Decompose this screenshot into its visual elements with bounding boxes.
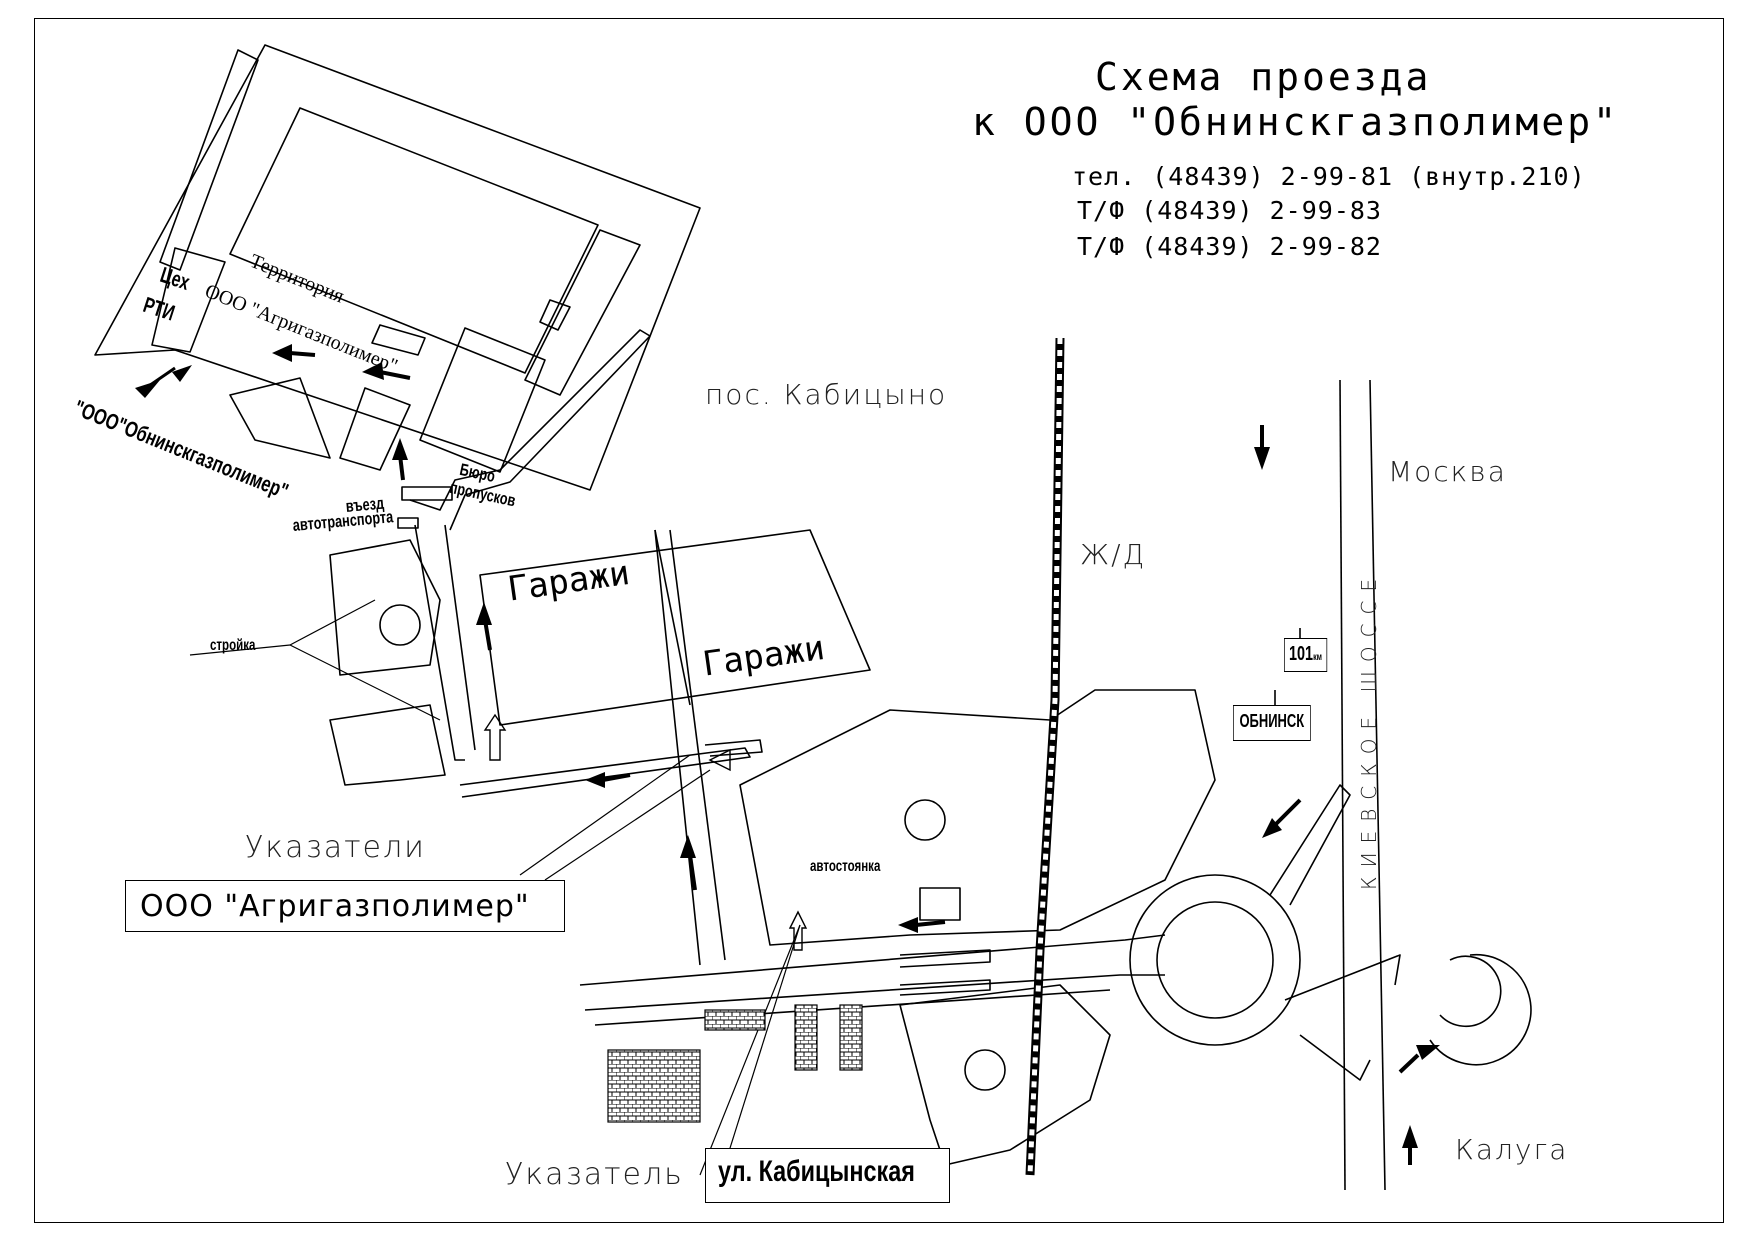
signs-box: ООО "Агригазполимер" [125, 880, 565, 932]
km-marker-sign: 101км [1284, 638, 1328, 672]
map-frame [34, 18, 1724, 1223]
factory-territory [94, 44, 701, 531]
city-sign: ОБНИНСК [1233, 705, 1311, 741]
settlement-label: пос. Кабицыно [705, 378, 948, 411]
railway [1025, 337, 1065, 1176]
outline-arrows [483, 713, 808, 951]
phone-number: тел. (48439) 2-99-81 (внутр.210) [1072, 162, 1586, 191]
sign-caption: Указатель [505, 1157, 684, 1192]
street-sign-box: ул. Кабицынская [705, 1148, 950, 1203]
km-marker-value: 101 [1289, 643, 1314, 665]
title-line-1: Схема проезда [1095, 55, 1432, 99]
km-marker-unit: км [1313, 652, 1323, 663]
residential-blocks [607, 1004, 863, 1123]
title-line-2: к ООО "Обнинскгазполимер" [972, 100, 1619, 144]
parking-lot [919, 887, 961, 921]
kaluga-label: Калуга [1455, 1133, 1569, 1166]
construction-label: стройка [210, 637, 256, 654]
fax-number-2: Т/Ф (48439) 2-99-82 [1077, 232, 1382, 261]
parking-label: автостоянка [810, 858, 881, 875]
fax-number-1: Т/Ф (48439) 2-99-83 [1077, 196, 1382, 225]
garages [479, 529, 871, 726]
leader-lines [189, 599, 801, 1181]
park-areas [329, 539, 1216, 1166]
moscow-label: Москва [1388, 455, 1507, 488]
street-sign-text: ул. Кабицынская [718, 1155, 915, 1188]
roads [414, 379, 1532, 1191]
signs-caption: Указатели [245, 830, 426, 865]
railway-label: Ж/Д [1080, 538, 1147, 571]
direction-arrows [135, 344, 1440, 1165]
highway-label: КИЕВСКОЕ ШОССЕ [1357, 569, 1381, 890]
